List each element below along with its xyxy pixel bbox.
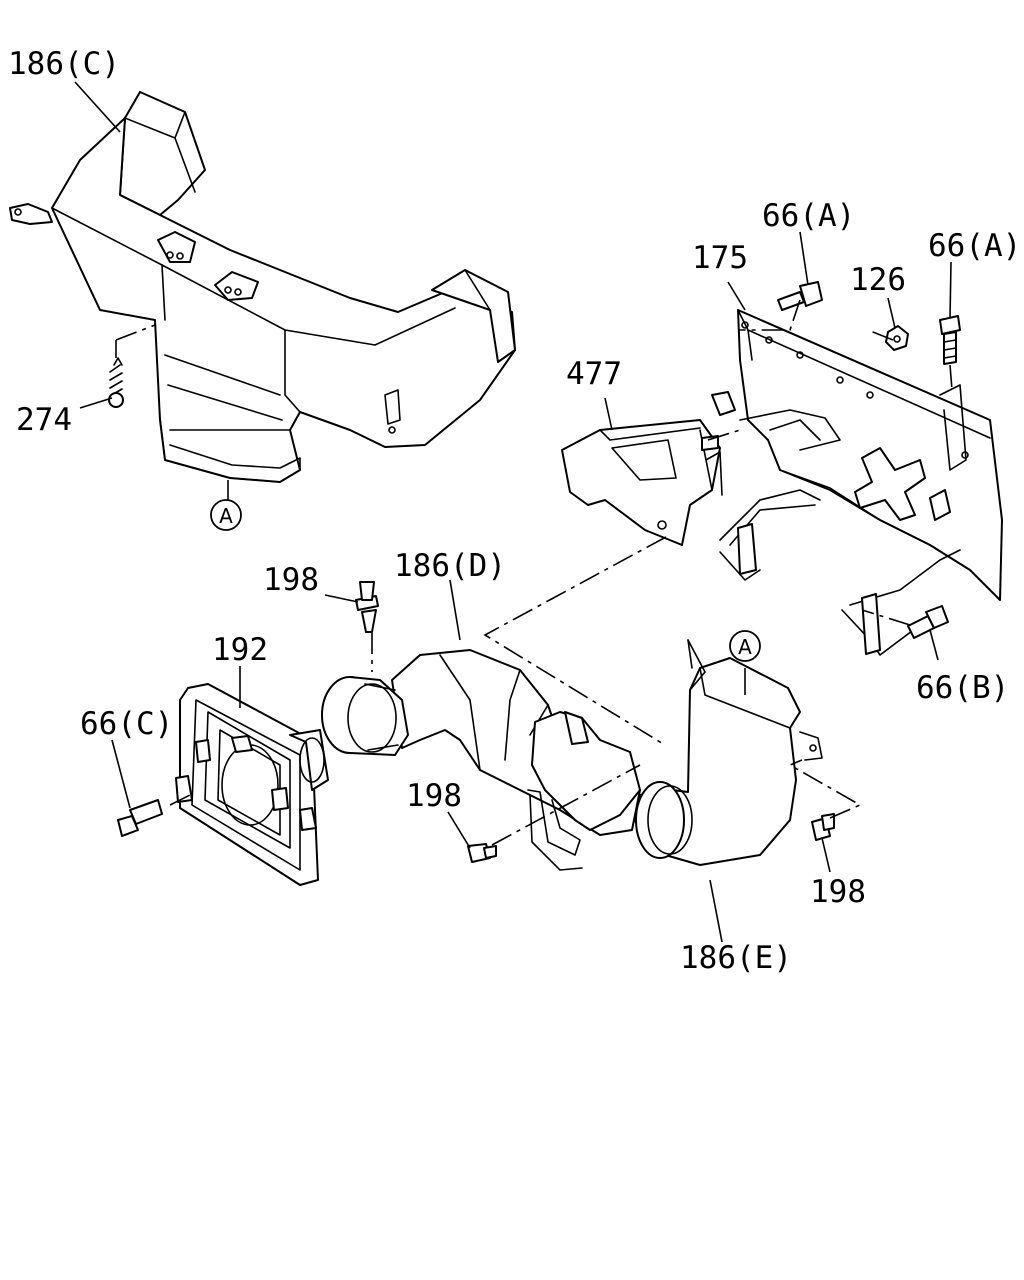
label-a-right: A <box>738 635 752 659</box>
label-a-top-circle <box>210 499 242 531</box>
label-66c: 66(C) <box>80 706 173 742</box>
leader-lines <box>74 81 952 943</box>
label-66a-right: 66(A) <box>928 228 1021 264</box>
nut-126 <box>885 325 909 351</box>
duct-192 <box>175 683 329 886</box>
callout-labels: 186(C) 274 A 477 175 66(A) 126 66(A) 66(… <box>8 46 1021 976</box>
label-186e: 186(E) <box>680 940 792 976</box>
label-186c: 186(C) <box>8 46 120 82</box>
label-a-right-circle <box>729 630 761 662</box>
label-192: 192 <box>212 632 268 668</box>
clip-198-top <box>355 581 379 633</box>
pipe-186e <box>634 639 823 866</box>
frame-175 <box>711 309 1003 656</box>
duct-186c <box>9 91 516 483</box>
bolt-66a-right <box>939 315 961 365</box>
pipe-186d <box>391 649 641 871</box>
label-66a-left: 66(A) <box>762 198 855 234</box>
connection-lines <box>169 299 953 846</box>
bracket-477 <box>561 419 723 546</box>
label-66b: 66(B) <box>916 670 1009 706</box>
bolt-66c <box>117 799 163 837</box>
label-126: 126 <box>850 262 906 298</box>
label-477: 477 <box>566 356 622 392</box>
clip-198-mid <box>467 843 497 863</box>
label-a-top: A <box>219 504 233 528</box>
label-198-right: 198 <box>810 874 866 910</box>
label-198-top: 198 <box>263 562 319 598</box>
label-274: 274 <box>16 402 72 438</box>
bolt-66a-left <box>777 281 823 311</box>
pipe-clamp <box>321 676 409 756</box>
label-175: 175 <box>692 240 748 276</box>
label-186d: 186(D) <box>394 548 506 584</box>
screw-274 <box>108 324 156 408</box>
label-198-mid: 198 <box>406 778 462 814</box>
bolt-66b <box>907 605 949 639</box>
